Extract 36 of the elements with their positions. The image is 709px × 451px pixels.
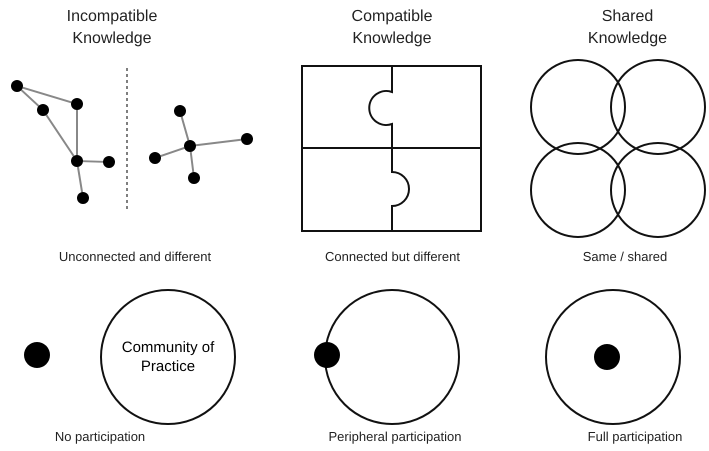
dot (149, 152, 161, 164)
connector-line (190, 152, 194, 172)
dot (103, 156, 115, 168)
caption: Same / shared (582, 248, 668, 266)
connector-line (22, 86, 72, 104)
community-circle (545, 289, 681, 425)
column-heading: Incompatible Knowledge (66, 7, 158, 50)
community-circle (100, 289, 236, 425)
dot (184, 140, 196, 152)
connector-line (20, 89, 40, 107)
connector-line (160, 147, 185, 157)
dot (594, 344, 620, 370)
dot (11, 80, 23, 92)
connector-line (76, 166, 84, 192)
dot (71, 155, 83, 167)
caption: Peripheral participation (328, 428, 462, 446)
dot (188, 172, 200, 184)
caption: No participation (54, 428, 146, 446)
dot (174, 105, 186, 117)
connector-line (46, 114, 74, 157)
dot (71, 98, 83, 110)
caption: Full participation (586, 428, 684, 446)
connector-line (82, 160, 104, 163)
connector-line (180, 116, 190, 140)
dot (37, 104, 49, 116)
dot (24, 342, 50, 368)
column-heading: Shared Knowledge (586, 7, 668, 50)
connector-line (76, 110, 78, 155)
dot (241, 133, 253, 145)
circle-label: Community of Practice (120, 338, 216, 376)
column-heading: Compatible Knowledge (350, 7, 434, 50)
connector-line (196, 138, 242, 146)
caption: Connected but different (324, 248, 461, 266)
caption: Unconnected and different (58, 248, 212, 266)
dot (77, 192, 89, 204)
dot (314, 342, 340, 368)
